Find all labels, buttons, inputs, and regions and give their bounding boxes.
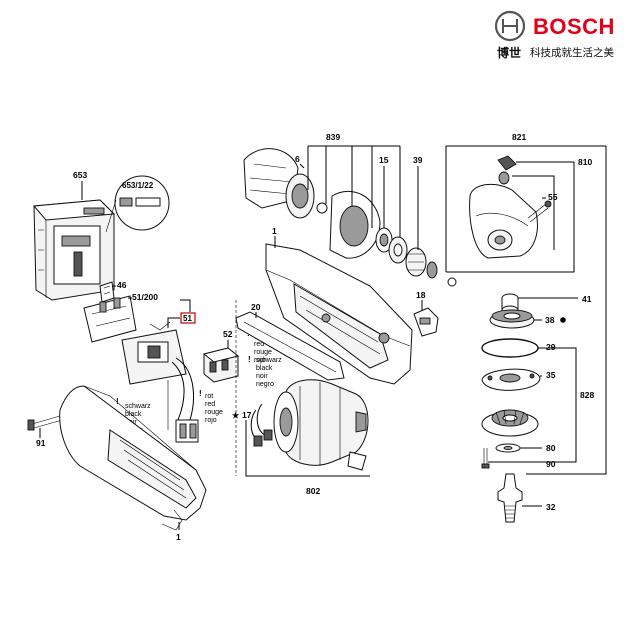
label-18: 18 — [416, 290, 426, 300]
label-821: 821 — [512, 132, 526, 142]
wire-warning-mid-icon: ! — [199, 389, 202, 398]
label-15: 15 — [379, 155, 389, 165]
label-51-box — [180, 312, 196, 324]
o-ring-29 — [481, 338, 539, 358]
label-653-1-22: 653/1/22 — [122, 181, 154, 190]
wire-label-right-1: black — [256, 365, 273, 372]
marker-dot-icon — [560, 317, 566, 323]
housing-half-center — [265, 243, 413, 385]
ring-gear-839 — [285, 173, 381, 259]
wire-warning-right-icon: ! — [248, 355, 251, 364]
bosch-logo: BOSCH — [494, 10, 615, 42]
module-51-200 — [83, 295, 137, 343]
label-51: 51 — [183, 314, 192, 323]
label-38: 38 — [545, 315, 555, 325]
wire-label-mid-2: rouge — [205, 409, 223, 416]
pin-small — [447, 277, 457, 287]
clip-18 — [413, 307, 439, 337]
bearing-15 — [375, 227, 408, 264]
callout-653-1-22 — [105, 175, 170, 233]
label-35: 35 — [546, 370, 556, 380]
label-52: 52 — [223, 329, 233, 339]
bracket-20 — [235, 311, 345, 381]
label-80: 80 — [546, 443, 556, 453]
label-20: 20 — [251, 302, 261, 312]
label-653: 653 — [73, 170, 87, 180]
fan-6 — [243, 148, 299, 209]
bevel-gear-38 — [489, 309, 535, 329]
wire-label-left-0: schwarz — [125, 403, 151, 410]
motor-802 — [273, 379, 369, 471]
label-91: 91 — [36, 438, 46, 448]
contact-block-52 — [202, 347, 240, 383]
housing-half-left — [59, 385, 207, 531]
wire-label-right-0: schwarz — [256, 357, 282, 364]
label-828: 828 — [580, 390, 594, 400]
wire-label-mid-1: red — [205, 401, 215, 408]
label-810: 810 — [578, 157, 592, 167]
label-17: 17 — [242, 410, 252, 420]
label-1-top: 1 — [272, 226, 277, 236]
switch-wires — [167, 357, 199, 443]
motor-wire-17 — [250, 403, 273, 447]
screw-90 — [481, 448, 490, 469]
brand-cn-left: 博世 — [497, 45, 521, 60]
wire-label-right-2: noir — [256, 373, 268, 380]
plate-35 — [481, 368, 541, 391]
label-32: 32 — [546, 502, 556, 512]
brand-cn-right: 科技成就生活之美 — [530, 46, 614, 59]
label-1-bottom: 1 — [176, 532, 181, 542]
battery-terminal-46 — [99, 281, 115, 303]
battery-pack-653 — [32, 199, 116, 301]
label-90: 90 — [546, 459, 556, 469]
label-55: 55 — [548, 192, 558, 202]
washer-80 — [495, 443, 521, 453]
label-46: 46 — [117, 280, 127, 290]
label-29: 29 — [546, 342, 556, 352]
label-41: 41 — [582, 294, 592, 304]
label-839: 839 — [326, 132, 340, 142]
bearing-flange-828 — [481, 409, 539, 437]
wire-label-mid-3: rojo — [205, 417, 217, 424]
label-6: 6 — [295, 154, 300, 164]
wire-label-bottom-2: rouge — [254, 349, 272, 356]
switch-51 — [121, 321, 187, 385]
screw-91 — [27, 415, 63, 431]
gear-head-821 — [469, 155, 538, 259]
wire-label-left-1: black — [125, 411, 142, 418]
wire-label-bottom-3: rojo — [254, 357, 266, 364]
wire-label-mid-0: rot — [205, 393, 213, 400]
spindle-32 — [497, 473, 523, 523]
wire-label-bottom-1: red — [254, 341, 264, 348]
screw-55 — [527, 200, 552, 223]
wire-warning-left-icon: ! — [116, 397, 119, 406]
label-39: 39 — [413, 155, 423, 165]
brand-name: BOSCH — [533, 14, 615, 39]
bosch-armature-icon — [494, 10, 526, 42]
wire-label-right-3: negro — [256, 381, 274, 388]
label-802: 802 — [306, 486, 320, 496]
pinion-39 — [405, 247, 438, 279]
label-51-200: 51/200 — [132, 292, 158, 302]
